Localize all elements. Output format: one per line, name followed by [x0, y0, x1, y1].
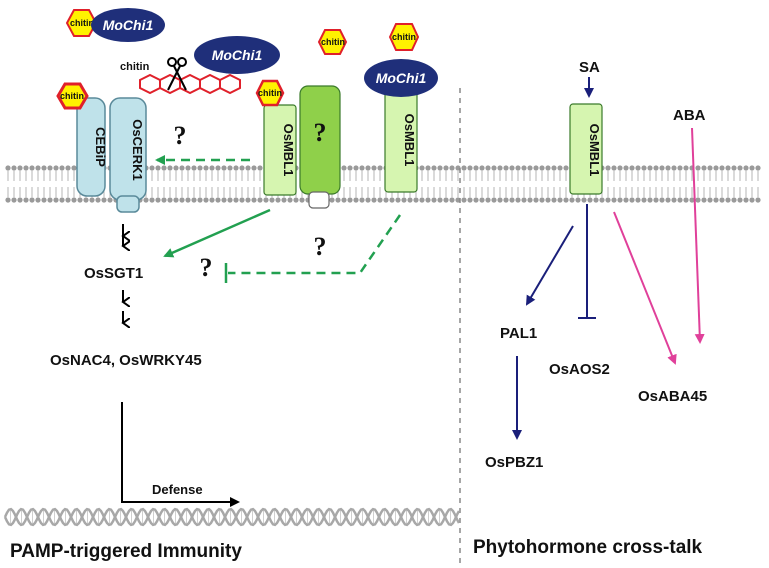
svg-text:chitin: chitin: [392, 32, 416, 42]
oscerk1-receptor: OsCERK1: [109, 97, 147, 213]
defense-label: Defense: [152, 482, 203, 497]
ossgt1-label: OsSGT1: [84, 265, 143, 282]
arrow-osmbl1-to-pal1: [525, 225, 574, 306]
question-ossgt1: ?: [200, 253, 213, 282]
osnac4-oswrky45-label: OsNAC4, OsWRKY45: [50, 352, 202, 369]
pamp-title: PAMP-triggered Immunity: [10, 541, 242, 562]
svg-text:chitin: chitin: [258, 88, 282, 98]
osmbl1-label-right: OsMBL1: [587, 124, 602, 177]
dna-helix: [3, 507, 461, 527]
unknown-partner-receptor: ?: [299, 85, 341, 209]
chitin-chain: [139, 73, 241, 95]
svg-text:MoChi1: MoChi1: [212, 47, 263, 63]
phytohormone-title: Phytohormone cross-talk: [473, 537, 703, 558]
osmbl1-receptor-right: OsMBL1: [569, 103, 603, 195]
mochi1-protein-1: MoChi1: [91, 8, 165, 42]
dashed-inhibition-osmbl1-ossgt1: [228, 214, 402, 275]
cebip-receptor: CEBiP: [76, 97, 108, 197]
arrow-aba-to-osaba45: [691, 127, 705, 344]
osaba45-label: OsABA45: [638, 388, 707, 405]
defense-arrow: [121, 402, 240, 507]
svg-text:MoChi1: MoChi1: [103, 17, 154, 33]
chitin-free-2: chitin: [317, 29, 348, 55]
arrow-osmbl1-to-ossgt1: [163, 208, 271, 258]
oscerk1-label: OsCERK1: [130, 119, 145, 180]
osmbl1-label-left: OsMBL1: [281, 124, 296, 177]
mochi1-protein-3: MoChi1: [364, 59, 438, 97]
sa-label: SA: [579, 59, 600, 76]
cebip-label: CEBiP: [93, 127, 108, 167]
question-oscerk1: ?: [174, 121, 187, 150]
chitin-chain-label: chitin: [120, 61, 150, 73]
chitin-bound-cebip: chitin: [56, 82, 89, 110]
question-inhibition: ?: [314, 232, 327, 261]
aba-label: ABA: [673, 107, 706, 124]
svg-text:chitin: chitin: [321, 37, 345, 47]
arrow-osmbl1-to-osaba45: [613, 211, 677, 365]
chitin-bound-osmbl1: chitin: [255, 79, 285, 107]
chitin-free-3: chitin: [388, 23, 420, 51]
pal1-label: PAL1: [500, 325, 537, 342]
osmbl1-receptor-middle: OsMBL1: [384, 91, 418, 193]
ospbz1-label: OsPBZ1: [485, 454, 543, 471]
svg-text:chitin: chitin: [70, 18, 94, 28]
scissors-icon: [167, 57, 187, 91]
svg-text:chitin: chitin: [60, 91, 84, 101]
svg-text:MoChi1: MoChi1: [376, 70, 427, 86]
unknown-partner-question: ?: [314, 118, 327, 147]
mochi1-protein-2: MoChi1: [194, 36, 280, 74]
osmbl1-receptor-left: OsMBL1: [263, 104, 297, 196]
osaos2-label: OsAOS2: [549, 361, 610, 378]
osmbl1-label-middle: OsMBL1: [402, 114, 417, 167]
